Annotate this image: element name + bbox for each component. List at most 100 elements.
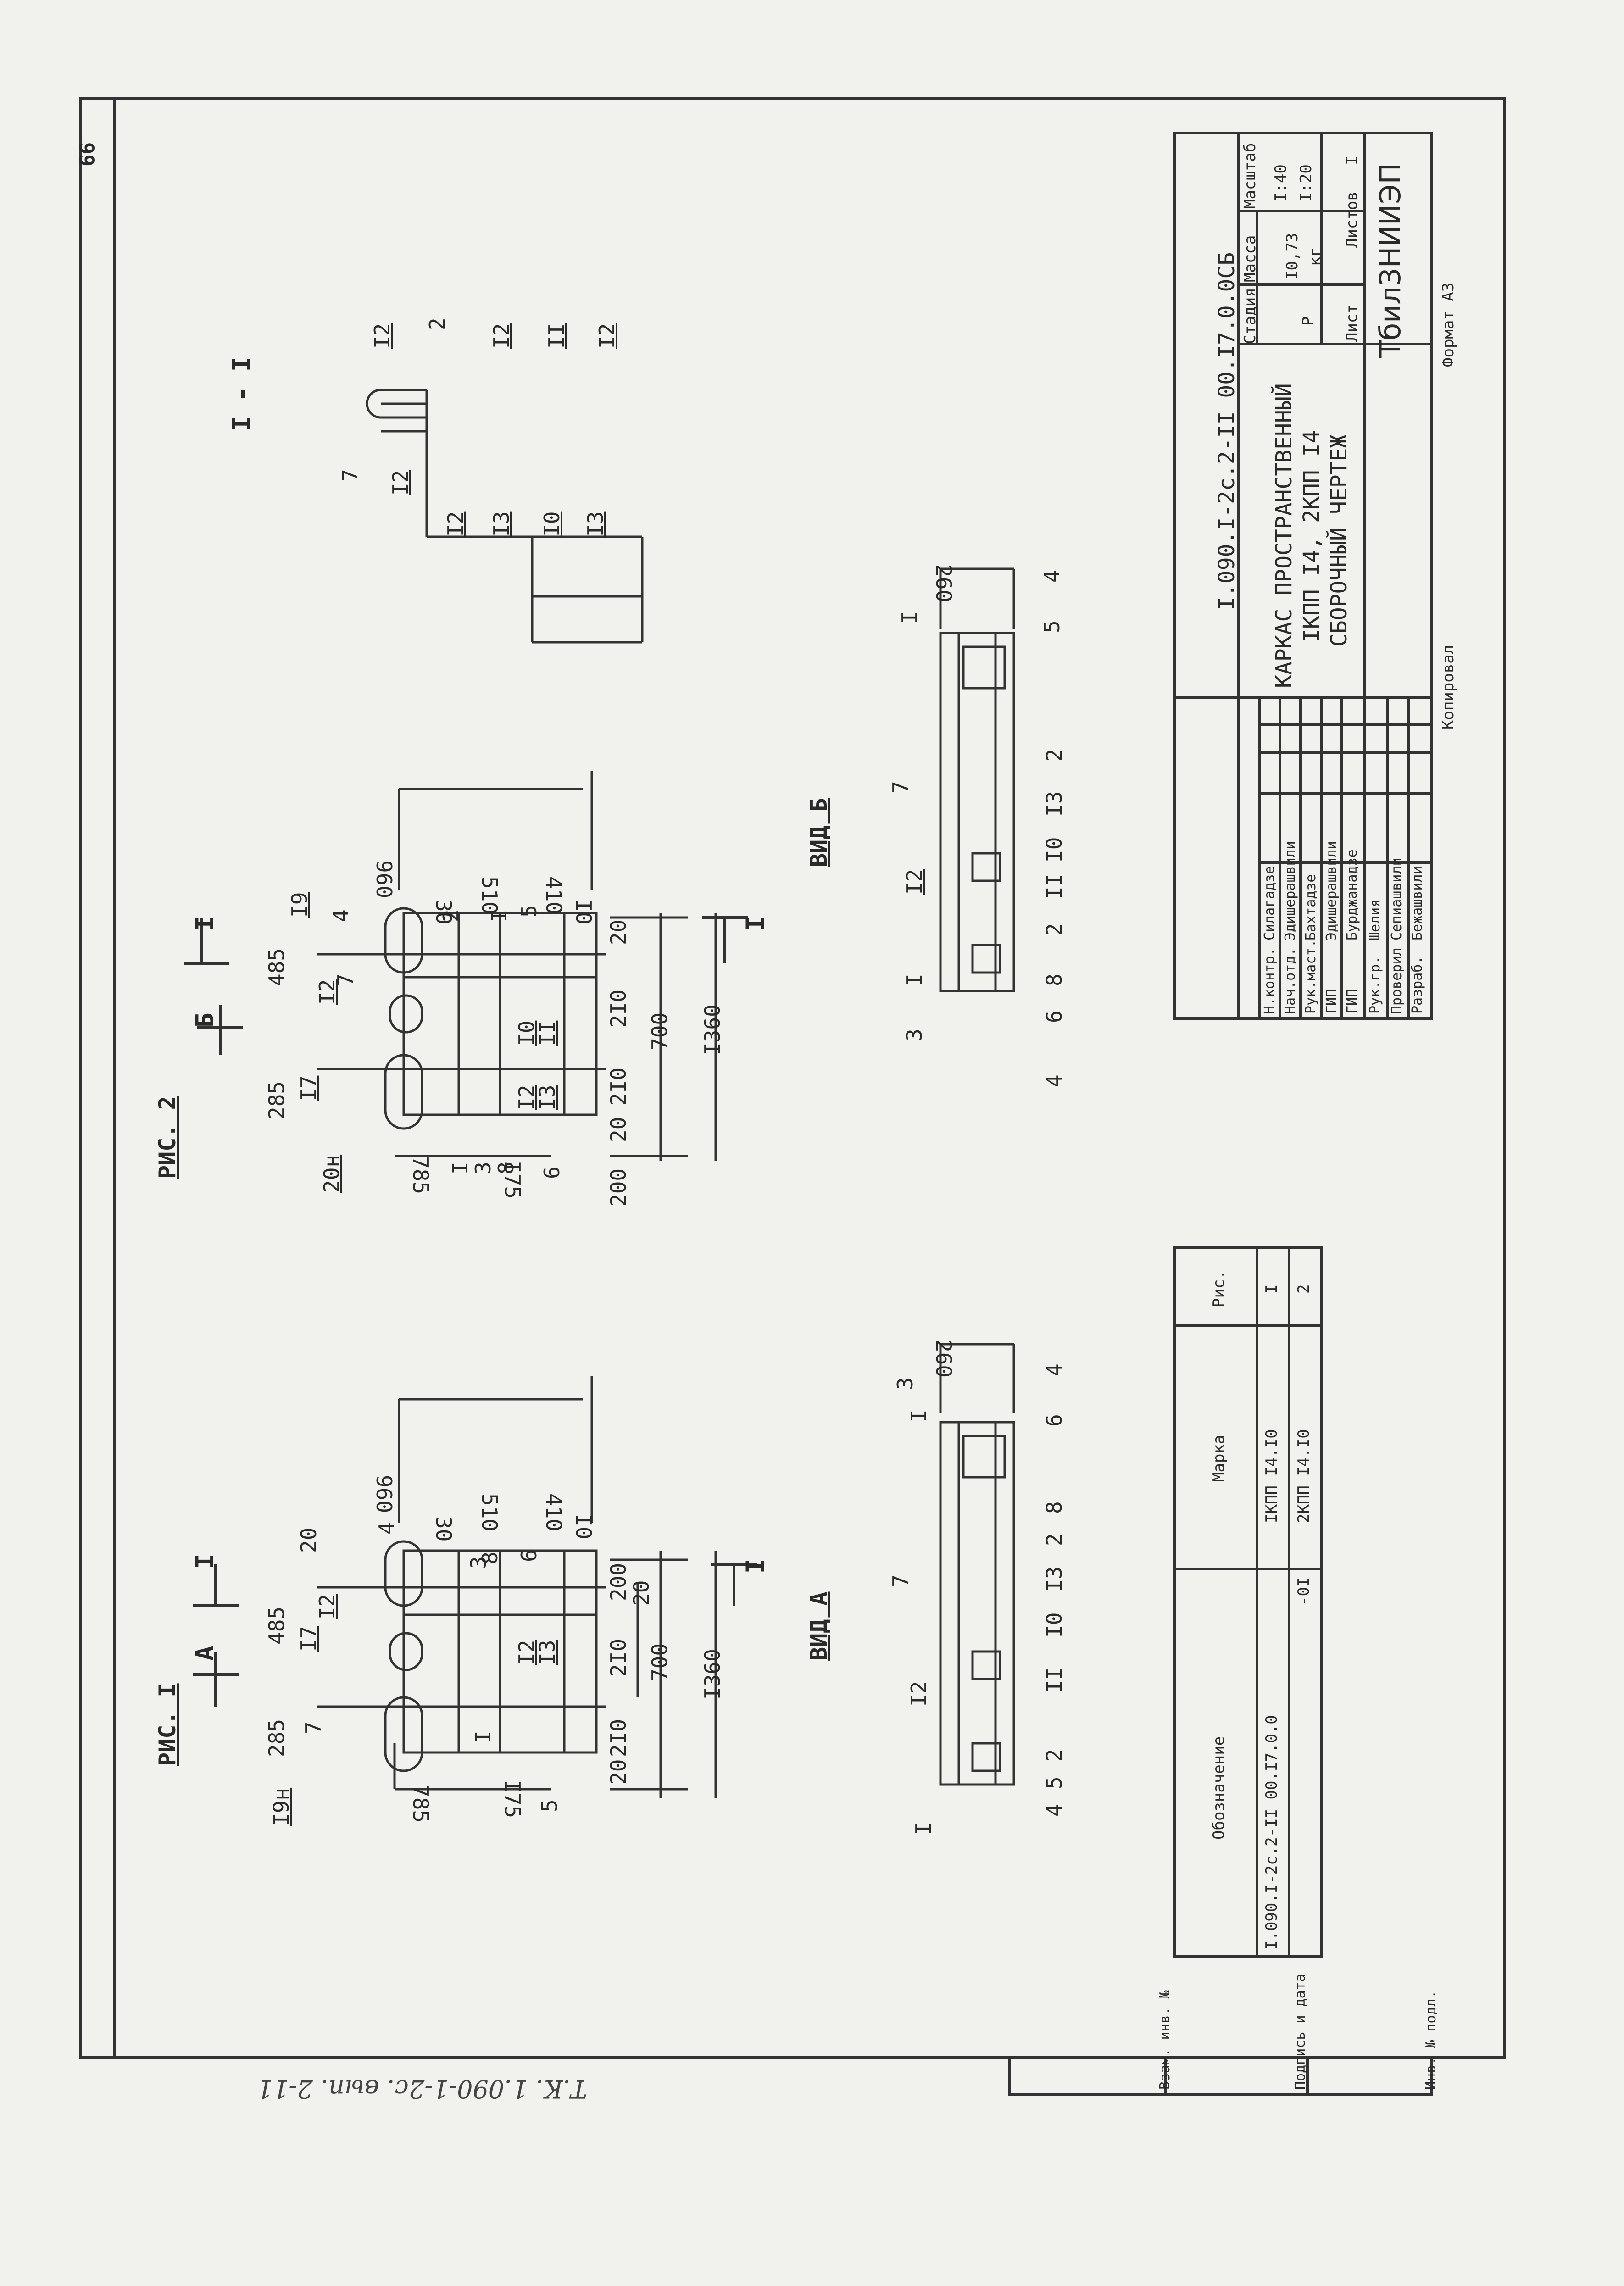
view-b-pos-1: I bbox=[902, 973, 927, 986]
fig1-pos-6: 6 bbox=[517, 1549, 541, 1562]
scale-value-1: I:40 bbox=[1272, 164, 1290, 202]
replacement-inventory-label: Взам. инв. № bbox=[1157, 1990, 1173, 2090]
title-block bbox=[1173, 132, 1433, 1020]
fig2-dim-1360: I360 bbox=[700, 1004, 725, 1055]
section-pos-12-e: I2 bbox=[443, 511, 468, 537]
view-b-pos-4: 4 bbox=[1042, 1074, 1067, 1087]
fig2-pos-4: 4 bbox=[328, 909, 353, 922]
fig2-pos-12-inner: I2 bbox=[514, 1085, 539, 1110]
fig2-cut-mark-top: I bbox=[190, 916, 219, 931]
fig2-pos-10: I0 bbox=[514, 1020, 539, 1046]
format-label: Формат А3 bbox=[1439, 282, 1457, 367]
section-pos-13-b: I3 bbox=[583, 511, 608, 537]
fig2-dim-20-top: 20 bbox=[606, 919, 631, 945]
fig2-dim-510: 510 bbox=[477, 876, 502, 915]
fig2-dim-210-b: 2I0 bbox=[606, 1067, 631, 1106]
fig1-dim-10: I0 bbox=[571, 1514, 596, 1540]
fig1-view-a-arrow-label: А bbox=[190, 1646, 219, 1661]
sig-role-8: Разраб. bbox=[1409, 956, 1425, 1014]
view-b-label: ВИД Б bbox=[806, 798, 832, 867]
section-arrows bbox=[184, 916, 757, 1707]
fig2-pos-6: 6 bbox=[539, 1166, 564, 1179]
spec-row2-mark: 2КПП I4.I0 bbox=[1295, 1429, 1313, 1523]
fig1-dim-785: 785 bbox=[408, 1785, 433, 1823]
view-b-dim-260: 260 bbox=[931, 564, 956, 603]
spec-row1-mark: IКПП I4.I0 bbox=[1262, 1429, 1281, 1523]
section-pos-12-d: I2 bbox=[595, 323, 619, 349]
view-b bbox=[939, 567, 1015, 992]
fig1-dim-20-bottom: 20 bbox=[606, 1759, 631, 1785]
fig2-pos-20n: 20н bbox=[319, 1154, 344, 1193]
view-b-pos-8: 8 bbox=[1042, 973, 1067, 986]
view-a-pos-13: I3 bbox=[1042, 1566, 1067, 1592]
spec-row1-designation: I.090.I-2c.2-II 00.I7.0.0 bbox=[1262, 1715, 1281, 1950]
spec-row2-designation: -0I bbox=[1295, 1577, 1313, 1606]
view-a bbox=[939, 1343, 1015, 1786]
fig2-pos-5: 5 bbox=[517, 905, 541, 918]
sheets-value: I bbox=[1343, 156, 1361, 165]
fig2-pos-19: I9 bbox=[287, 892, 312, 918]
fig1-pos-19n: I9н bbox=[269, 1787, 294, 1826]
page-number-strip bbox=[79, 97, 116, 2059]
view-b-pos-6: 6 bbox=[1042, 1010, 1067, 1023]
view-a-pos-10: I0 bbox=[1042, 1612, 1067, 1638]
fig2-label: РИС. 2 bbox=[154, 1096, 181, 1179]
sig-role-2: Нач.отд. bbox=[1282, 947, 1298, 1014]
fig1-dim-410: 410 bbox=[541, 1493, 566, 1532]
fig2-pos-1-top: I bbox=[487, 909, 512, 922]
sig-name-1: Силагадзе bbox=[1262, 866, 1278, 940]
mass-unit: кг bbox=[1306, 247, 1324, 266]
fig2-dim-785: 785 bbox=[408, 1156, 433, 1195]
spec-row1-fig: I bbox=[1262, 1284, 1281, 1294]
handwritten-note: Т.К. 1.090-1-2с. вып. 2-11 bbox=[257, 2075, 587, 2103]
fig2-dim-20-mid: 20 bbox=[606, 1117, 631, 1142]
view-b-pos-13: I3 bbox=[1042, 791, 1067, 817]
sig-name-5: Бурджанадзе bbox=[1344, 849, 1360, 940]
view-a-label: ВИД А bbox=[806, 1591, 832, 1661]
fig2-pos-7: 7 bbox=[333, 973, 358, 986]
organization-name: ТбилЗНИИЭП bbox=[1374, 162, 1407, 358]
view-a-pos-5: 5 bbox=[1042, 1776, 1067, 1789]
spec-table-frame bbox=[1173, 1246, 1323, 1958]
section-pos-11: II bbox=[544, 323, 569, 349]
fig1-cut-mark-top: I bbox=[190, 1554, 219, 1569]
copied-label: Копировал bbox=[1439, 645, 1457, 729]
fig1-dim-210-a: 2I0 bbox=[606, 1638, 631, 1677]
fig1-cut-mark-bottom: I bbox=[741, 1558, 770, 1574]
view-a-pos-1: I bbox=[911, 1822, 936, 1835]
sheet-label: Лист bbox=[1343, 304, 1361, 342]
fig1-dim-1360: I360 bbox=[700, 1649, 725, 1700]
view-b-pos-2: 2 bbox=[1042, 923, 1067, 936]
fig1-pos-7: 7 bbox=[301, 1721, 326, 1734]
fig1-label: РИС. I bbox=[154, 1683, 181, 1766]
fig1-pos-8: 8 bbox=[478, 1552, 502, 1564]
fig2-dim-700: 700 bbox=[647, 1012, 672, 1051]
view-a-pos-3: 3 bbox=[893, 1377, 918, 1390]
title-line-2: IКПП I4, 2КПП I4 bbox=[1299, 430, 1324, 642]
sig-role-7: Проверил bbox=[1389, 947, 1405, 1014]
view-a-pos-11: II bbox=[1042, 1667, 1067, 1693]
mass-label: Масса bbox=[1241, 235, 1259, 282]
fig1-pos-4: 4 bbox=[374, 1522, 399, 1535]
fig1-plan bbox=[317, 1376, 717, 1798]
section-pos-10: I0 bbox=[539, 511, 564, 537]
title-line-3: СБОРОЧНЫЙ ЧЕРТЕЖ bbox=[1326, 434, 1352, 647]
sig-name-2: Эдишерашвили bbox=[1282, 841, 1298, 940]
scale-value-2: I:20 bbox=[1297, 164, 1315, 202]
view-b-pos-5: 5 bbox=[1040, 620, 1064, 633]
title-line-1: КАРКАС ПРОСТРАНСТВЕННЫЙ bbox=[1271, 383, 1297, 688]
sig-name-6: Шелия bbox=[1367, 899, 1383, 940]
scale-label: Масштаб bbox=[1241, 143, 1259, 209]
sheets-label: Листов bbox=[1343, 191, 1361, 248]
fig1-pos-12: I2 bbox=[514, 1640, 539, 1665]
stage-value: Р bbox=[1299, 316, 1318, 326]
fig1-pos-20: 20 bbox=[296, 1527, 321, 1553]
view-b-pos-4b: 4 bbox=[1040, 570, 1064, 583]
view-b-pos-3: 3 bbox=[902, 1029, 927, 1041]
fig1-dim-285: 285 bbox=[264, 1719, 289, 1757]
view-b-pos-12: I2 bbox=[902, 869, 927, 895]
fig2-pos-8: 8 bbox=[494, 1162, 518, 1174]
view-b-pos-10: I0 bbox=[1042, 837, 1067, 862]
fig1-pos-5: 5 bbox=[537, 1799, 562, 1812]
